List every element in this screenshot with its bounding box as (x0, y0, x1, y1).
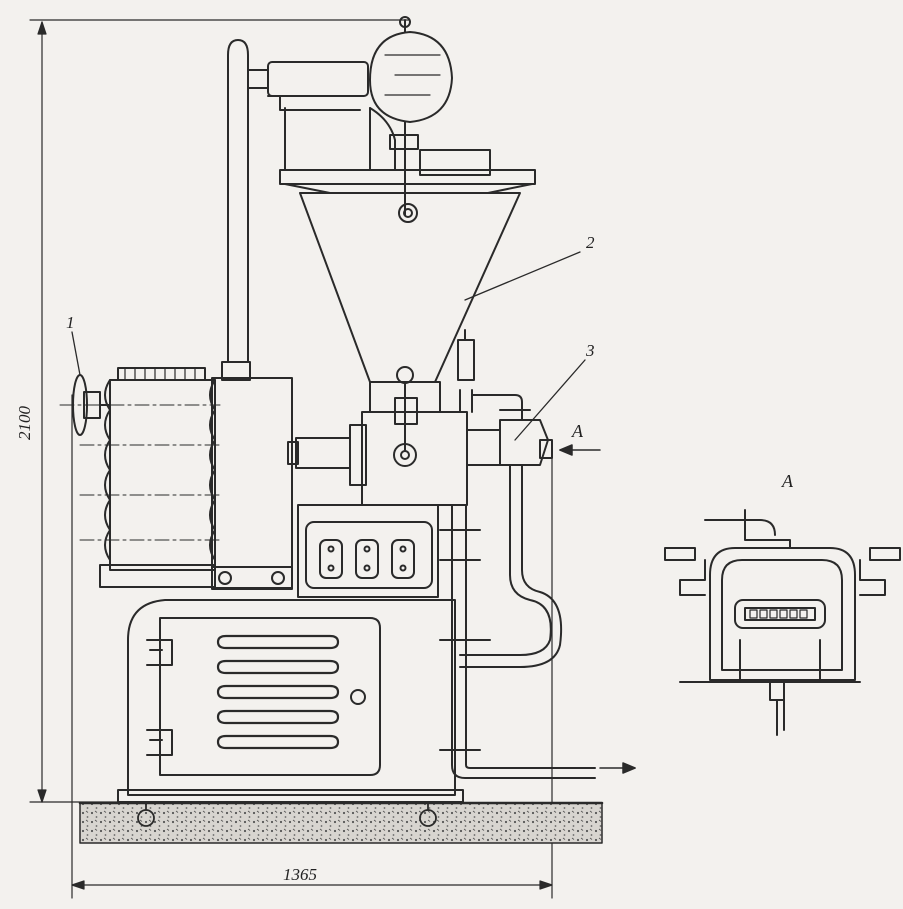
hopper (279, 169, 536, 383)
detail-view-a (664, 509, 901, 736)
outlet-piping (439, 464, 596, 779)
leader-lines (71, 251, 586, 441)
floor-slab (79, 802, 603, 844)
view-arrow-label: A (572, 421, 583, 441)
ventilation-louvres (216, 634, 340, 750)
callout-1: 1 (66, 313, 75, 332)
top-drive-unit (284, 16, 491, 216)
mixing-head (287, 366, 501, 506)
motor-housing (59, 367, 221, 588)
height-dimension-label: 2100 (15, 406, 34, 440)
control-panel (297, 504, 439, 598)
base-cabinet (117, 599, 464, 803)
height-dimension-line (29, 19, 411, 803)
callout-3: 3 (586, 341, 595, 360)
detail-view-title: A (782, 471, 793, 491)
callout-2: 2 (586, 233, 595, 252)
handwheel (72, 374, 111, 436)
castor-wheels (137, 802, 437, 827)
flow-arrows (559, 444, 636, 774)
valve-assembly (457, 329, 553, 466)
door-knob (350, 689, 366, 705)
drive-column (211, 39, 369, 590)
width-dimension-label: 1365 (283, 865, 317, 884)
